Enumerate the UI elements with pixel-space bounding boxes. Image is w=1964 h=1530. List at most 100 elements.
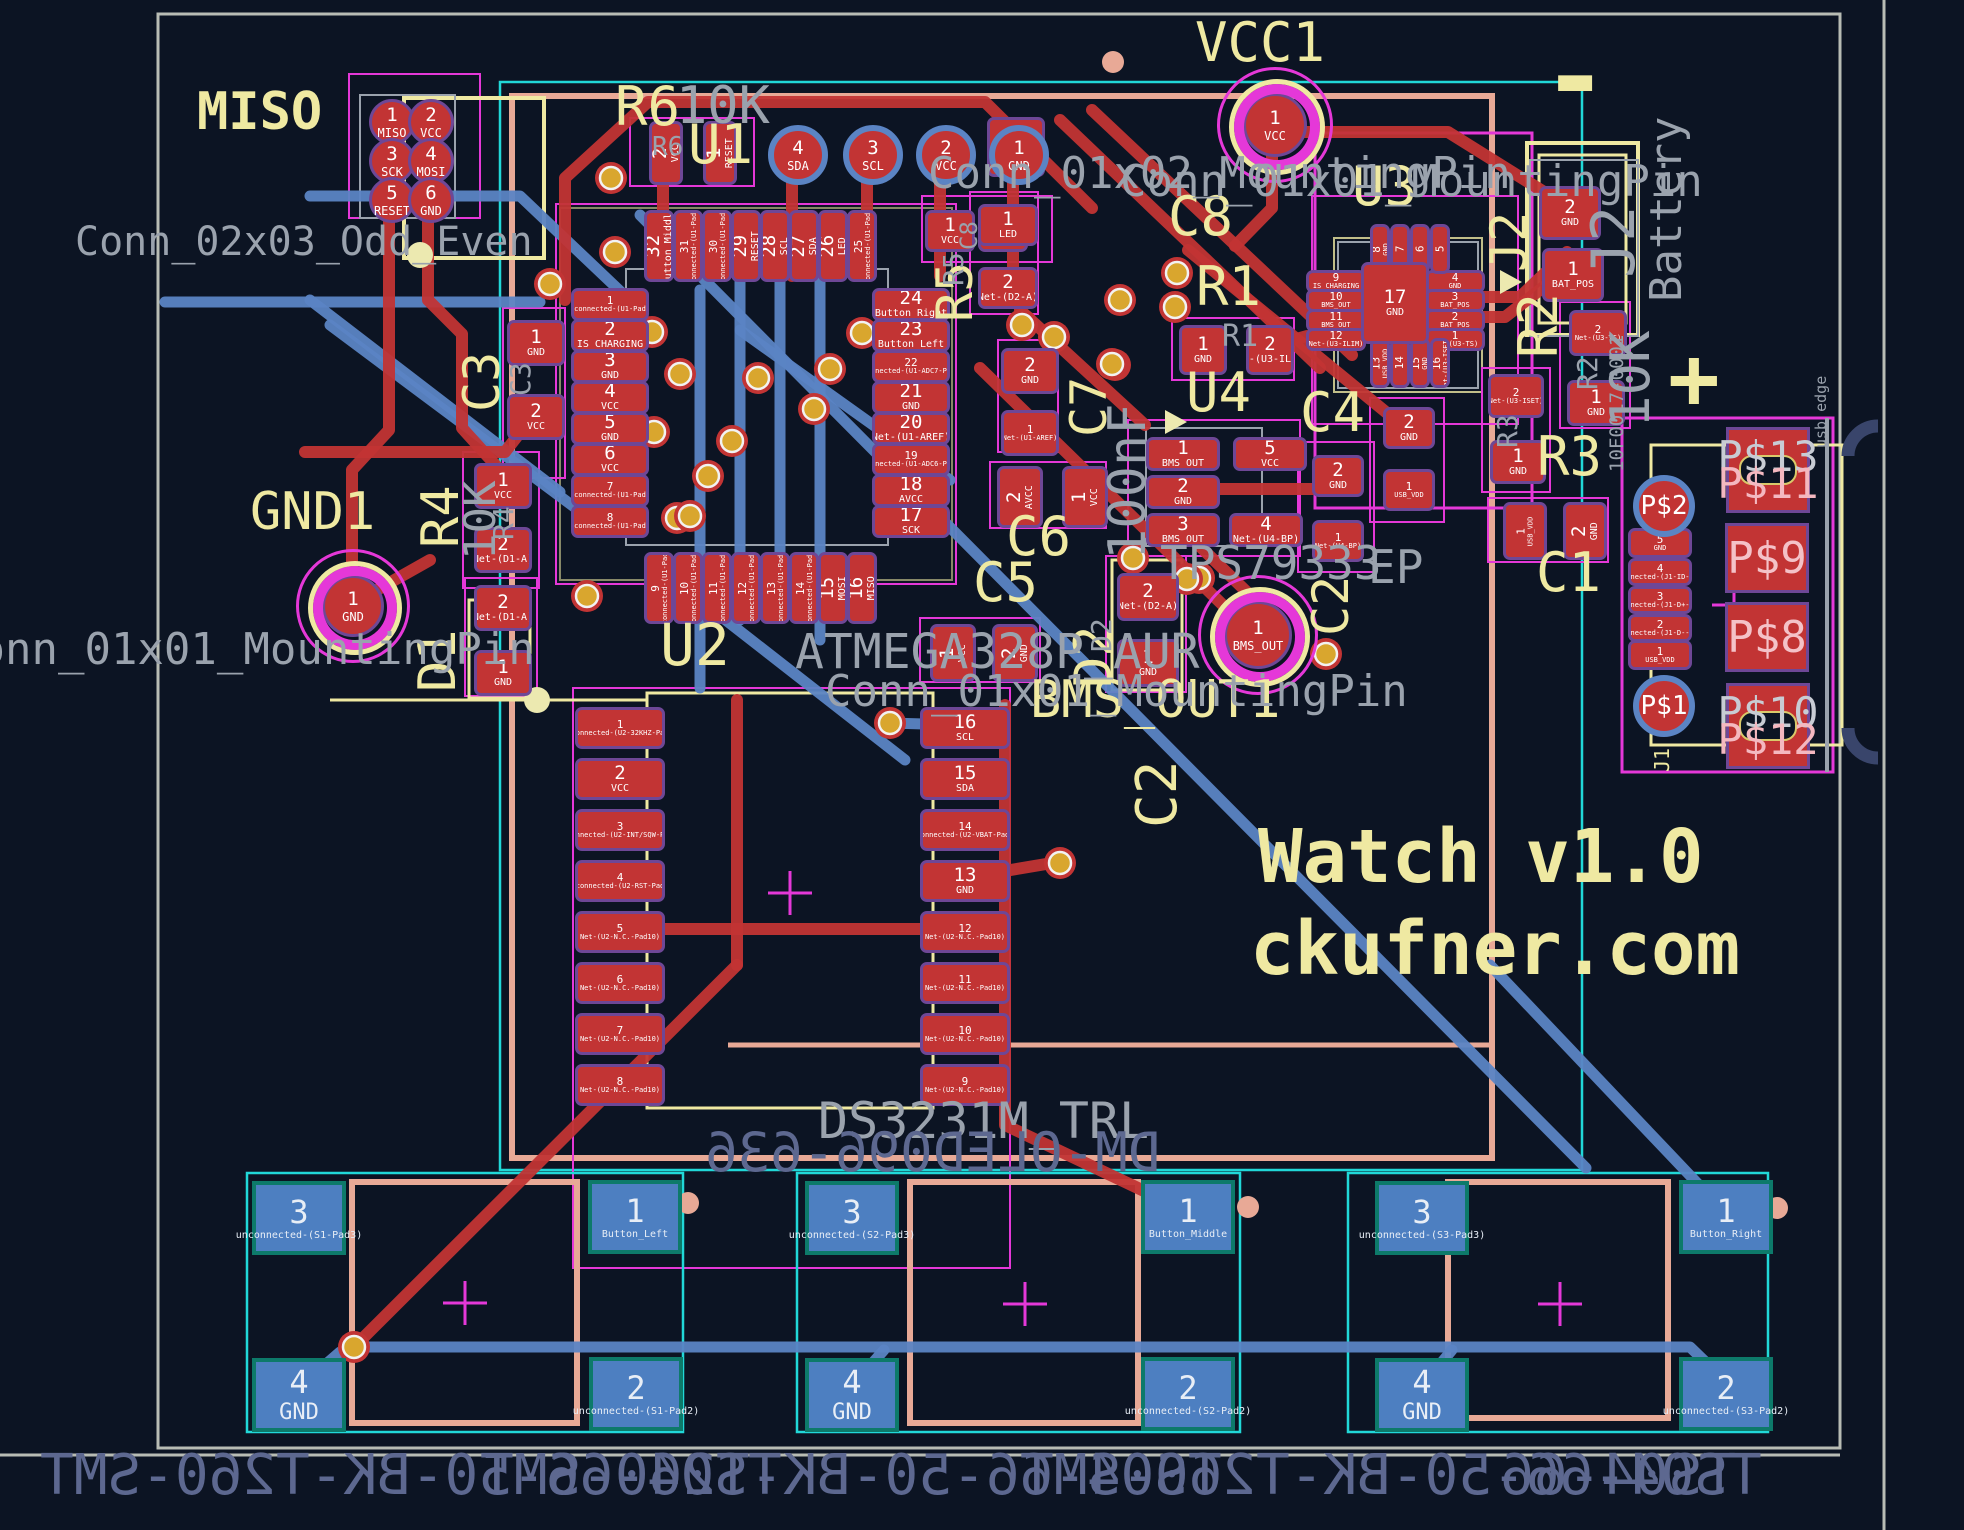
th-pad-P$1[interactable]: P$1 xyxy=(1633,675,1695,737)
smd-pad-7-unconnected-(U1-Pad7)[interactable]: 7unconnected-(U1-Pad7) xyxy=(571,473,649,507)
smd-pad-19-unconnected-(U1-ADC6-Pad19)[interactable]: 19unconnected-(U1-ADC6-Pad19) xyxy=(872,442,950,476)
usb-pad-P$9[interactable]: P$9 xyxy=(1725,523,1809,593)
smd-pad-5[interactable]: 5 xyxy=(1430,224,1450,274)
smd-pad-14[interactable]: 14 xyxy=(1390,338,1410,388)
trace[interactable] xyxy=(694,594,911,766)
th-pad-P$2[interactable]: P$2 xyxy=(1633,475,1695,537)
